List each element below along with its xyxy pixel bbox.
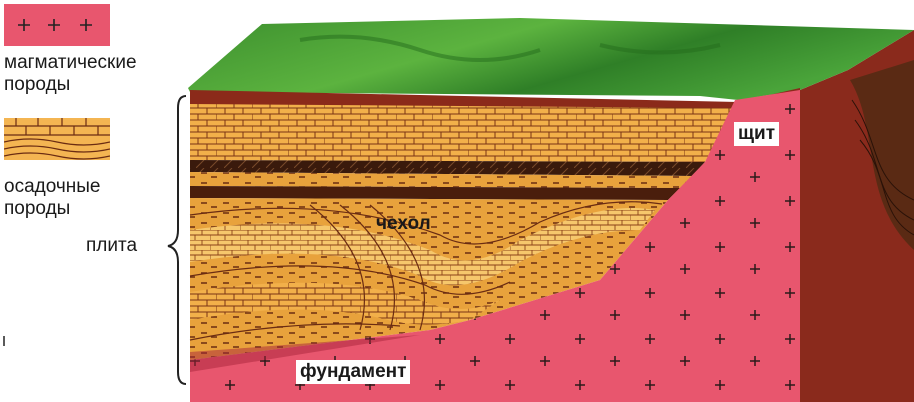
- label-cover: чехол: [372, 212, 435, 236]
- plate-brace: [168, 96, 186, 384]
- dark-band-lower: [190, 186, 680, 200]
- label-shield: щит: [734, 122, 779, 146]
- grass-surface: [188, 18, 914, 100]
- label-basement: фундамент: [296, 360, 410, 384]
- label-plate: плита: [82, 234, 141, 258]
- upper-limestone-layer: [190, 104, 735, 162]
